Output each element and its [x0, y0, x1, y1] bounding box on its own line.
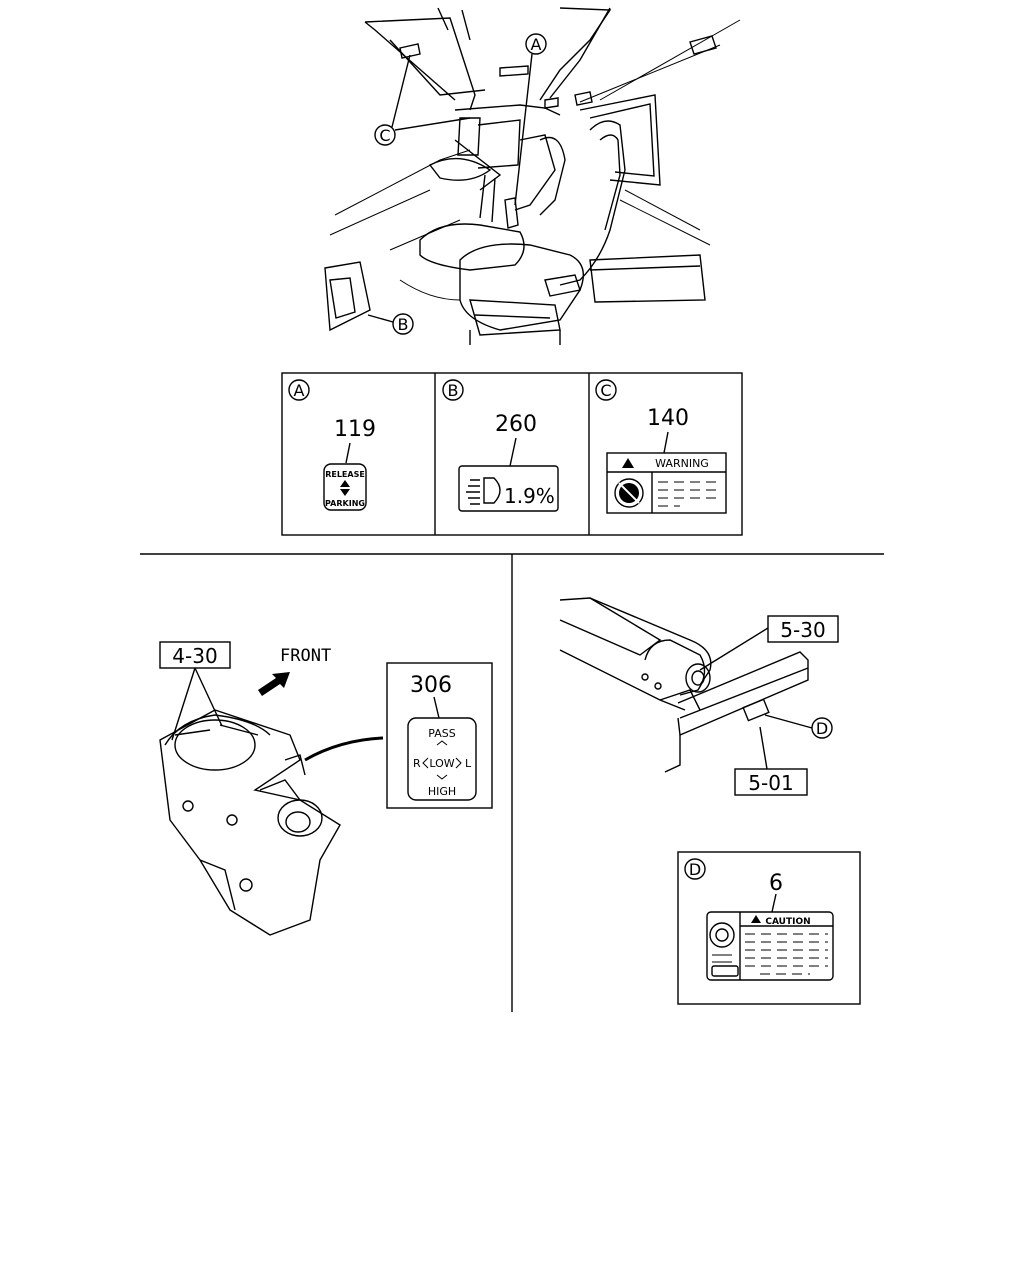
switch-housing-illustration: [159, 709, 341, 936]
headlight-readout: 1.9%: [504, 484, 555, 508]
caution-label: [706, 911, 834, 981]
low-text: LOW: [429, 757, 454, 770]
release-parking-label: [323, 463, 367, 511]
gauge-icon: [709, 922, 739, 977]
up-chevron-icon: [436, 740, 448, 746]
label-c-cell: C 140 WARNING: [595, 379, 727, 514]
label-d-cell: [677, 851, 861, 1005]
release-text: RELEASE: [325, 470, 365, 479]
label-b-part-number: 260: [495, 412, 537, 437]
parking-text: PARKING: [325, 499, 365, 508]
l-text: L: [465, 757, 472, 770]
label-c-part-number: 140: [647, 406, 689, 431]
ref-5-01: 5-01: [748, 771, 793, 795]
switch-label-leader: [304, 736, 384, 762]
ref-5-30-box: [767, 615, 839, 643]
callout-c: C: [600, 381, 611, 400]
ref-4-30-leader: [171, 667, 223, 741]
callout-a-top: A: [531, 35, 542, 54]
label-a-cell: A 119 RELEASE PARKING: [288, 379, 376, 511]
right-chevron-icon: [455, 757, 462, 769]
cab-interior-illustration: [324, 7, 741, 345]
warning-text: WARNING: [655, 457, 709, 470]
label-b-cell: B 260 1.9%: [442, 379, 559, 512]
callout-a: A: [294, 381, 305, 400]
double-arrow-icon: [340, 480, 350, 496]
r-text: R: [413, 757, 421, 770]
callout-b: B: [448, 381, 459, 400]
label-a-part-number: 119: [334, 417, 376, 442]
callout-d-circle-frame: [811, 717, 833, 739]
label-table: [281, 372, 743, 536]
ref-5-30: 5-30: [780, 618, 825, 642]
front-text: FRONT: [280, 646, 331, 666]
ref-4-30: 4-30: [172, 644, 217, 668]
callout-d-frame: D: [816, 719, 828, 738]
front-arrow-icon: [258, 672, 290, 696]
callout-d: D: [689, 860, 701, 879]
switch-label-panel: [386, 662, 493, 809]
high-text: HIGH: [428, 785, 456, 798]
warning-triangle-icon: [622, 458, 634, 468]
caution-triangle-icon: [751, 915, 761, 923]
headlight-icon: [466, 477, 501, 505]
ref-5-01-box: [734, 768, 808, 796]
headlight-aim-label: [458, 465, 559, 512]
caution-text: CAUTION: [765, 917, 810, 927]
warning-label: [606, 452, 727, 514]
frame-rail-illustration: [559, 597, 813, 773]
callout-b-top: B: [398, 315, 409, 334]
callout-c-top: C: [379, 126, 390, 145]
left-chevron-icon: [422, 757, 429, 769]
pass-text: PASS: [428, 727, 455, 740]
label-d-part-number: 6: [769, 871, 783, 896]
switch-part-number: 306: [410, 673, 452, 698]
prohibition-icon: [614, 478, 644, 508]
down-chevron-icon: [436, 774, 448, 780]
